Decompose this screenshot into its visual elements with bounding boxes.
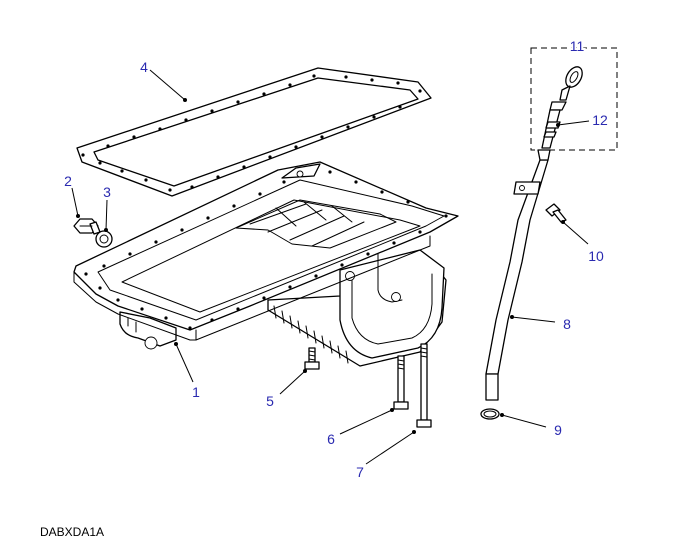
dipstick-inset-frame: [530, 47, 618, 151]
sump-bolt-long: [393, 355, 409, 410]
callout-12: 12: [592, 112, 608, 128]
callout-8: 8: [563, 316, 571, 332]
sump-gasket: [76, 67, 432, 197]
tube-o-ring: [480, 408, 500, 420]
dipstick: [541, 66, 583, 149]
oil-sump: [73, 161, 459, 367]
dipstick-seal: [543, 121, 561, 138]
callout-10: 10: [588, 248, 604, 264]
tube-bracket-bolt: [545, 203, 567, 223]
drain-plug: [73, 218, 101, 235]
callout-3: 3: [103, 184, 111, 200]
callout-7: 7: [356, 464, 364, 480]
sump-bolt-extra-long: [416, 343, 432, 428]
dipstick-tube: [485, 149, 551, 401]
callout-9: 9: [554, 422, 562, 438]
drain-plug-washer: [95, 230, 113, 248]
callout-1: 1: [192, 384, 200, 400]
reference-code: DABXDA1A: [40, 525, 104, 539]
sump-bolt: [304, 347, 320, 370]
callout-2: 2: [64, 173, 72, 189]
callout-11: 11: [570, 38, 585, 54]
callout-5: 5: [266, 393, 274, 409]
callout-6: 6: [327, 431, 335, 447]
leader-lines: [71, 69, 590, 465]
callout-4: 4: [140, 59, 148, 75]
